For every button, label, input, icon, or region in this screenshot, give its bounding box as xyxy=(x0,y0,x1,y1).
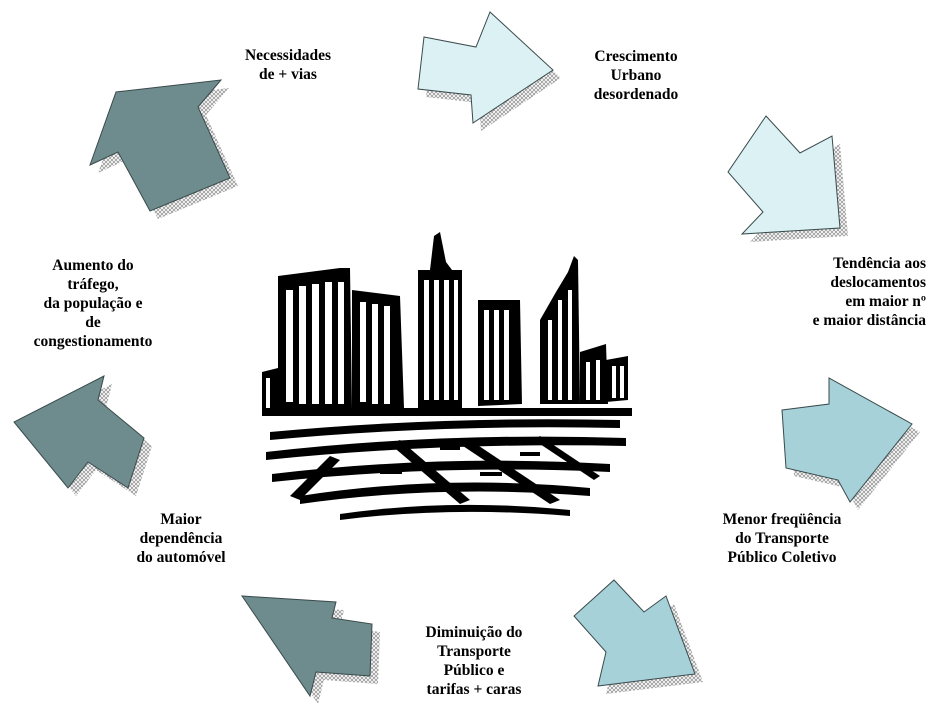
step-dependencia-line-3: do automóvel xyxy=(136,549,226,566)
step-dependencia-line-2: dependência xyxy=(139,530,223,547)
step-diminuicao-line-4: tarifas + caras xyxy=(426,681,522,698)
step-crescimento-line-1: Crescimento xyxy=(594,48,678,65)
arrow-2-icon xyxy=(727,115,848,242)
step-crescimento-line-2: Urbano xyxy=(610,67,662,84)
arrow-1-icon xyxy=(417,11,561,131)
step-aumento-line-1: Aumento do xyxy=(52,257,134,274)
step-aumento-line-4: de xyxy=(85,314,101,331)
step-necessidades-label: Necessidades de + vias xyxy=(218,46,358,84)
step-menor-frequencia-label: Menor freqüência do Transporte Público C… xyxy=(706,510,858,567)
step-menor-frequencia-line-3: Público Coletivo xyxy=(727,549,837,566)
step-aumento-line-3: da população e xyxy=(43,295,143,312)
arrow-6-icon xyxy=(13,375,152,496)
step-dependencia-label: Maior dependência do automóvel xyxy=(116,510,246,567)
step-diminuicao-label: Diminuição do Transporte Público e tarif… xyxy=(404,623,544,699)
city-skyline-icon xyxy=(262,232,632,520)
arrow-7-icon xyxy=(89,79,238,219)
step-crescimento-label: Crescimento Urbano desordenado xyxy=(566,47,706,104)
arrow-3-icon xyxy=(781,377,920,510)
step-necessidades-line-2: de + vias xyxy=(259,66,317,83)
step-aumento-label: Aumento do tráfego, da população e de co… xyxy=(8,256,178,351)
step-tendencia-line-3: em maior nº xyxy=(845,293,926,310)
step-diminuicao-line-1: Diminuição do xyxy=(425,624,523,641)
step-tendencia-line-4: e maior distância xyxy=(812,312,926,329)
step-diminuicao-line-2: Transporte xyxy=(437,643,511,660)
step-diminuicao-line-3: Público e xyxy=(443,662,505,679)
step-dependencia-line-1: Maior xyxy=(160,511,202,528)
step-aumento-line-2: tráfego, xyxy=(67,276,119,293)
step-aumento-line-5: congestionamento xyxy=(33,333,153,350)
step-menor-frequencia-line-1: Menor freqüência xyxy=(722,511,842,528)
step-tendencia-line-1: Tendência aos xyxy=(833,255,926,272)
step-tendencia-label: Tendência aos deslocamentos em maior nº … xyxy=(760,254,926,330)
arrow-5-icon xyxy=(241,595,380,704)
step-necessidades-line-1: Necessidades xyxy=(244,47,332,64)
step-tendencia-line-2: deslocamentos xyxy=(830,274,926,291)
step-menor-frequencia-line-2: do Transporte xyxy=(735,530,829,547)
step-crescimento-line-3: desordenado xyxy=(593,86,679,103)
arrow-4-icon xyxy=(573,579,703,694)
